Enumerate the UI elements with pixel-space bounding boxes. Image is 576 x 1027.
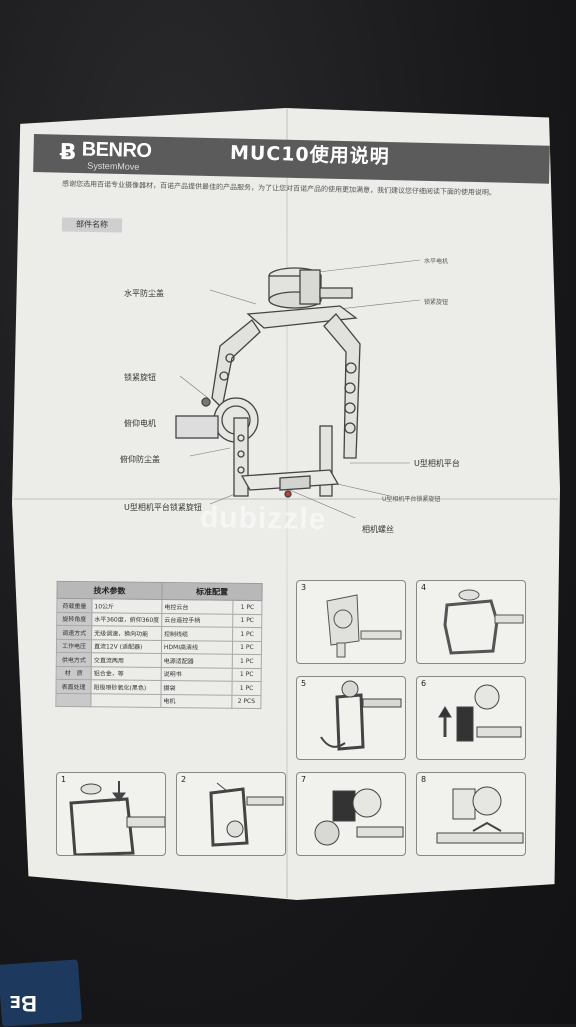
brand-subtitle: SystemMove bbox=[87, 160, 140, 172]
specs-header-left: 技术参数 bbox=[56, 581, 163, 600]
spec-key: 荷载重量 bbox=[56, 598, 92, 613]
fold-crease-horizontal bbox=[14, 498, 558, 500]
config-qty: 1 PC bbox=[232, 654, 262, 669]
step-number: 7 bbox=[301, 775, 307, 784]
specs-header-right: 标准配置 bbox=[161, 582, 263, 601]
spec-key: 旋转角度 bbox=[56, 611, 92, 626]
config-item: HDMI高清线 bbox=[161, 640, 233, 655]
spec-value: 无级调速，换向功能 bbox=[91, 625, 162, 641]
config-qty: 1 PC bbox=[231, 681, 262, 696]
fold-crease-vertical bbox=[286, 108, 288, 898]
spec-value: 水平360度，俯仰360度 bbox=[91, 612, 162, 627]
step-panel-4: 4 bbox=[416, 580, 526, 664]
step-2-illustration bbox=[209, 782, 284, 847]
step-panel-8: 8 bbox=[416, 772, 526, 856]
spec-key bbox=[55, 692, 92, 707]
step-panel-2: 2 bbox=[176, 772, 286, 856]
config-qty: 1 PC bbox=[232, 667, 262, 682]
step-number: 1 bbox=[61, 775, 67, 784]
parts-section-label: 部件名称 bbox=[61, 217, 123, 233]
step-panel-6: 6 bbox=[416, 676, 526, 760]
step-panel-1: 1 bbox=[56, 772, 166, 856]
brand-name: BENRO bbox=[81, 138, 152, 163]
box-corner-logo-text: Bᴇ bbox=[10, 991, 37, 1016]
spec-value: 直流12V (适配器) bbox=[91, 639, 162, 654]
config-item: 电机 bbox=[160, 694, 232, 709]
spec-key: 表面处理 bbox=[55, 679, 92, 694]
config-qty: 2 PCS bbox=[231, 694, 261, 709]
step-panel-5: 5 bbox=[296, 676, 406, 760]
step-1-illustration bbox=[69, 781, 165, 855]
config-item: 摄袋 bbox=[160, 680, 233, 695]
label-lock-knob-right: 锁紧旋钮 bbox=[424, 299, 449, 306]
step-number: 5 bbox=[301, 679, 307, 688]
step-number: 6 bbox=[421, 679, 427, 688]
gimbal-diagram bbox=[175, 259, 420, 518]
spec-value: 阳极喷砂氧化(黑色) bbox=[91, 679, 162, 695]
dubizzle-watermark: dubizzle bbox=[199, 500, 327, 537]
config-qty: 1 PC bbox=[232, 613, 262, 628]
step-number: 8 bbox=[421, 775, 427, 784]
step-panel-7: 7 bbox=[296, 772, 406, 856]
step-7-illustration bbox=[314, 788, 404, 846]
label-u-platform-lock-left: U型相机平台锁紧旋钮 bbox=[124, 503, 202, 512]
step-number: 4 bbox=[421, 583, 427, 592]
config-item: 云台遥控手柄 bbox=[161, 613, 233, 628]
step-6-illustration bbox=[438, 684, 522, 742]
config-item: 电源适配器 bbox=[161, 653, 233, 668]
step-number: 3 bbox=[301, 583, 307, 592]
spec-key: 调速方式 bbox=[56, 625, 92, 640]
config-item: 说明书 bbox=[161, 667, 233, 682]
label-u-platform-lock-right: U型相机平台锁紧旋钮 bbox=[382, 496, 441, 503]
spec-key: 供电方式 bbox=[56, 652, 92, 667]
label-lock-knob-left: 锁紧旋钮 bbox=[124, 373, 156, 382]
step-8-illustration bbox=[436, 786, 524, 844]
config-item: 电控云台 bbox=[161, 599, 233, 614]
step-3-illustration bbox=[326, 594, 402, 658]
document-title: MUC10使用说明 bbox=[229, 141, 390, 169]
spec-key: 材 质 bbox=[56, 665, 92, 680]
spec-value: 10公斤 bbox=[91, 598, 162, 614]
spec-value bbox=[90, 693, 161, 708]
benro-logo-icon: Ƀ bbox=[59, 139, 77, 166]
step-4-illustration bbox=[443, 589, 524, 655]
label-pan-motor: 水平电机 bbox=[423, 257, 449, 266]
spec-value: 交直流两用 bbox=[91, 652, 162, 668]
config-qty: 1 PC bbox=[232, 640, 262, 655]
specs-header-row: 技术参数 标准配置 bbox=[56, 581, 263, 601]
step-number: 2 bbox=[181, 775, 187, 784]
spec-key: 工作电压 bbox=[56, 638, 92, 653]
step-panel-3: 3 bbox=[296, 580, 406, 664]
step-5-illustration bbox=[320, 680, 402, 751]
config-qty: 1 PC bbox=[232, 627, 262, 642]
spec-value: 铝合金，等 bbox=[91, 666, 162, 681]
config-item: 控制线缆 bbox=[161, 626, 233, 641]
label-tilt-dust-cover: 俯仰防尘盖 bbox=[120, 455, 160, 464]
label-tilt-motor: 俯仰电机 bbox=[124, 419, 156, 428]
label-camera-screw: 相机螺丝 bbox=[362, 525, 394, 534]
label-pan-dust-cover: 水平防尘盖 bbox=[124, 289, 164, 298]
config-qty: 1 PC bbox=[232, 600, 262, 615]
label-u-platform: U型相机平台 bbox=[414, 459, 460, 468]
